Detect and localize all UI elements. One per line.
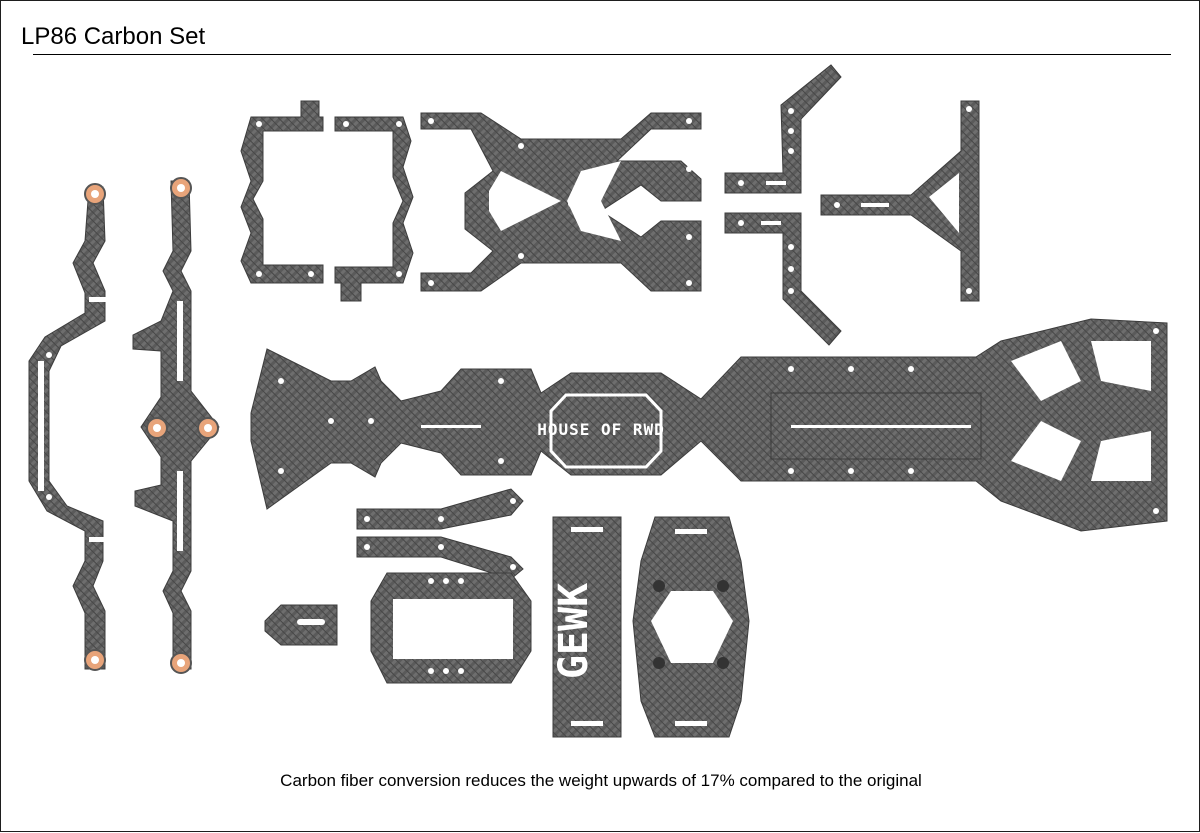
- main-chassis-plate: HOUSE OF RWD: [250, 318, 1168, 532]
- small-tab-plate: [264, 604, 338, 646]
- link-arm-bottom: [356, 536, 524, 580]
- x-frame-plate: [420, 112, 702, 292]
- frame-bracket-left: [240, 100, 324, 284]
- title-divider: [33, 54, 1171, 55]
- t-bracket: [820, 100, 980, 302]
- chassis-logo-text: HOUSE OF RWD: [537, 420, 665, 439]
- logo-plate: GEWK: [551, 516, 622, 738]
- l-bracket-top: [724, 64, 842, 194]
- link-arm-top: [356, 488, 524, 530]
- page-caption: Carbon fiber conversion reduces the weig…: [280, 771, 922, 790]
- servo-mount-frame: [370, 572, 532, 684]
- frame-bracket-right: [334, 116, 414, 302]
- center-side-rail: [132, 177, 220, 674]
- motor-mount-plate: [632, 516, 750, 738]
- plate-logo-text: GEWK: [551, 583, 597, 679]
- l-bracket-bottom: [724, 212, 842, 346]
- page-title: LP86 Carbon Set: [21, 23, 206, 50]
- left-side-rail: [28, 183, 109, 671]
